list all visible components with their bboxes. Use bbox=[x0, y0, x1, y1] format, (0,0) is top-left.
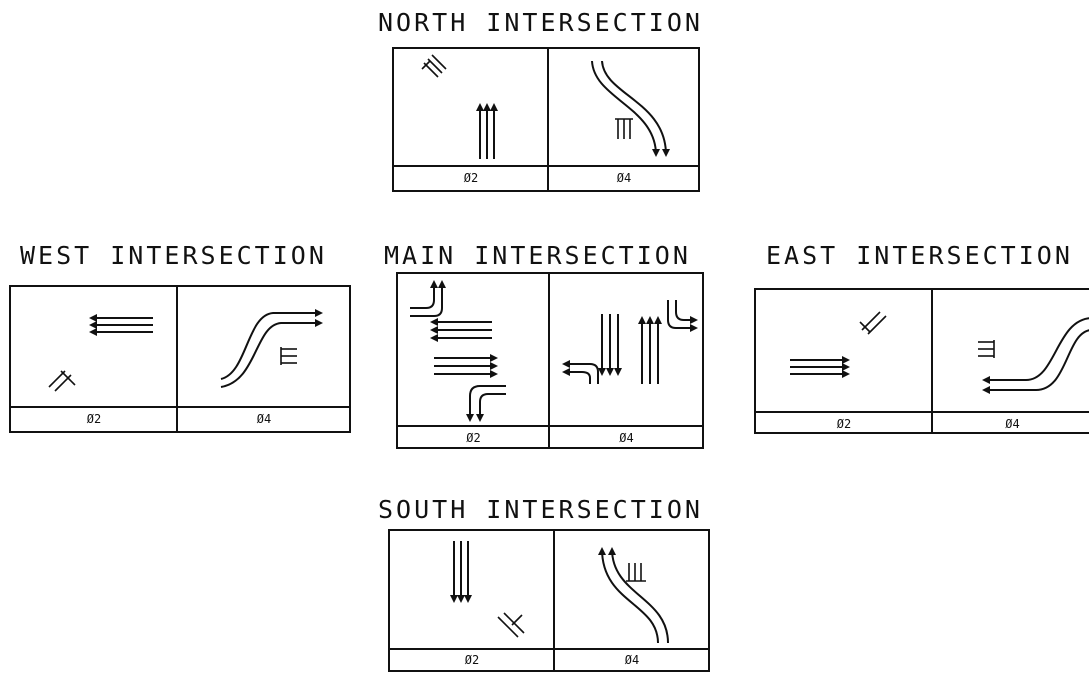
left-turn-arrows bbox=[562, 360, 599, 384]
phase-4-label: Ø4 bbox=[256, 412, 272, 426]
pedestrian-crossing-icon bbox=[280, 347, 297, 365]
westbound-curve-arrows bbox=[982, 317, 1089, 394]
pedestrian-crossing-icon bbox=[615, 118, 633, 139]
north-intersection-title: NORTH INTERSECTION bbox=[378, 8, 703, 37]
east-intersection-phase-diagram bbox=[756, 290, 1089, 432]
main-intersection-phase-diagram bbox=[398, 274, 702, 447]
phase-2-label: Ø2 bbox=[464, 653, 480, 667]
phase-4-label: Ø4 bbox=[624, 653, 640, 667]
west-intersection-panel: Ø2 Ø4 bbox=[9, 285, 351, 433]
phase-2-label: Ø2 bbox=[466, 431, 481, 445]
east-intersection-panel: Ø2 Ø4 bbox=[754, 288, 1089, 434]
phase-4-label: Ø4 bbox=[1005, 417, 1020, 431]
eastbound-curve-arrows bbox=[220, 309, 323, 388]
south-intersection-panel: Ø2 Ø4 bbox=[388, 529, 710, 672]
southbound-through-arrows bbox=[598, 314, 622, 376]
westbound-through-arrows bbox=[430, 318, 492, 342]
phase-2-label: Ø2 bbox=[836, 417, 852, 431]
northbound-through-arrows bbox=[476, 103, 498, 159]
eastbound-through-arrows bbox=[434, 354, 498, 378]
phase-2-label: Ø2 bbox=[463, 171, 479, 185]
pedestrian-crossing-icon bbox=[859, 311, 887, 335]
pedestrian-crossing-icon bbox=[48, 370, 76, 392]
phase-2-label: Ø2 bbox=[86, 412, 102, 426]
main-intersection-title: MAIN INTERSECTION bbox=[384, 241, 691, 270]
south-intersection-phase-diagram bbox=[390, 531, 708, 670]
west-intersection-phase-diagram bbox=[11, 287, 349, 431]
pedestrian-crossing-icon bbox=[626, 563, 646, 582]
east-intersection-title: EAST INTERSECTION bbox=[766, 241, 1073, 270]
phase-4-label: Ø4 bbox=[619, 431, 634, 445]
phase-4-label: Ø4 bbox=[616, 171, 632, 185]
south-intersection-title: SOUTH INTERSECTION bbox=[378, 495, 703, 524]
eastbound-through-arrows bbox=[790, 356, 850, 378]
northbound-curve-arrows bbox=[598, 547, 669, 644]
southbound-through-arrows bbox=[450, 541, 472, 603]
right-turn-arrows bbox=[667, 300, 698, 332]
west-intersection-title: WEST INTERSECTION bbox=[20, 241, 327, 270]
pedestrian-crossing-icon bbox=[978, 340, 995, 358]
left-turn-arrows bbox=[410, 280, 446, 317]
northbound-through-arrows bbox=[638, 316, 662, 384]
southbound-curve-arrows bbox=[591, 60, 670, 157]
north-intersection-panel: Ø2 Ø4 bbox=[392, 47, 700, 192]
north-intersection-phase-diagram bbox=[394, 49, 698, 190]
westbound-through-arrows bbox=[89, 314, 153, 336]
left-turn-arrows bbox=[466, 385, 506, 422]
pedestrian-crossing-icon bbox=[421, 54, 447, 78]
main-intersection-panel: Ø2 Ø4 bbox=[396, 272, 704, 449]
pedestrian-crossing-icon bbox=[497, 612, 525, 638]
